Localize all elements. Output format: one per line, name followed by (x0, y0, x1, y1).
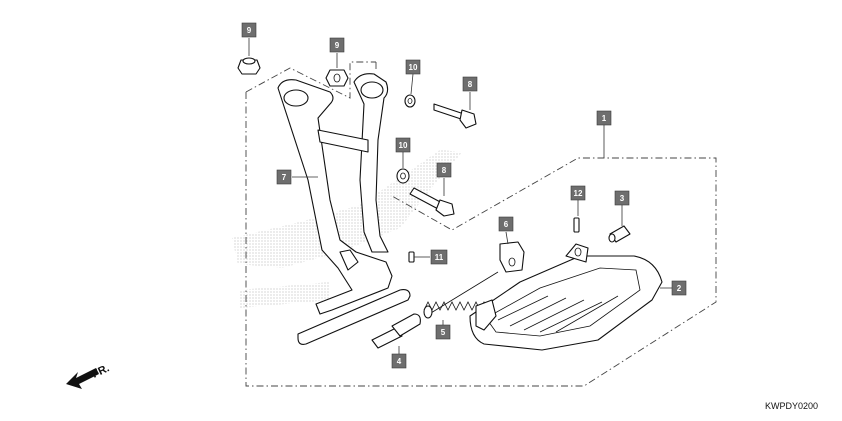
svg-text:8: 8 (468, 80, 473, 89)
callout-6: 6 (498, 216, 514, 232)
callout-12: 12 (570, 185, 586, 201)
flange-nut-9b (325, 69, 349, 87)
svg-text:4: 4 (397, 357, 402, 366)
callout-7: 7 (276, 169, 292, 185)
step-plate-2 (469, 243, 663, 351)
svg-text:9: 9 (247, 26, 252, 35)
svg-text:2: 2 (677, 284, 682, 293)
svg-text:9: 9 (335, 41, 340, 50)
svg-text:3: 3 (620, 194, 625, 203)
bracket-6 (499, 241, 525, 273)
flange-nut-9a (237, 57, 261, 75)
washer-10a (404, 94, 416, 108)
svg-text:6: 6 (504, 220, 509, 229)
callout-8a: 8 (462, 76, 478, 92)
callout-4: 4 (391, 353, 407, 369)
svg-text:7: 7 (282, 173, 287, 182)
diagram-code: KWPDY0200 (764, 401, 818, 411)
washer-10b (396, 168, 410, 184)
arrow-front-icon: FR. (66, 362, 111, 389)
callout-9b: 9 (329, 37, 345, 53)
svg-text:11: 11 (435, 253, 444, 262)
svg-text:FR.: FR. (90, 362, 111, 380)
watermark (232, 150, 462, 308)
callout-1: 1 (596, 110, 612, 126)
bolt-8a (433, 103, 477, 129)
callout-8b: 8 (436, 162, 452, 178)
callout-5: 5 (435, 324, 451, 340)
leader-lines (248, 38, 672, 354)
svg-text:10: 10 (409, 63, 418, 72)
callout-11: 11 (430, 249, 448, 265)
main-stand-frame (277, 73, 411, 345)
pin-12 (573, 217, 580, 233)
bolt-8b (409, 187, 455, 217)
svg-text:1: 1 (602, 114, 607, 123)
callout-10a: 10 (405, 59, 421, 75)
svg-text:8: 8 (442, 166, 447, 175)
callout-10b: 10 (395, 137, 411, 153)
pivot-shaft-4 (371, 313, 421, 349)
callout-3: 3 (614, 190, 630, 206)
callout-9a: 9 (241, 22, 257, 38)
callout-2: 2 (671, 280, 687, 296)
svg-text:5: 5 (441, 328, 446, 337)
roller-3 (608, 225, 631, 243)
cotter-pin-11 (408, 251, 415, 263)
svg-text:12: 12 (574, 189, 583, 198)
assembly-outline (245, 61, 717, 387)
svg-text:10: 10 (399, 141, 408, 150)
